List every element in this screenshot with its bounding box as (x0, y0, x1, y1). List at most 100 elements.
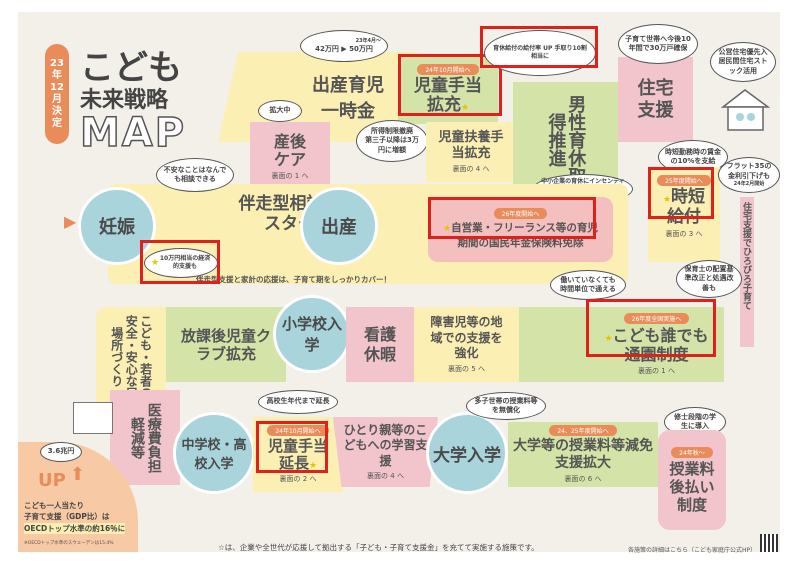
child-allowance-block: 24年10月開始へ 児童手当拡充★ (398, 54, 498, 124)
freelance-block: 26年度開始へ ★自営業・フリーランス等の育児期間の国民年金保険料免除 (428, 197, 613, 262)
bubble-date: 23年4月〜 (355, 37, 381, 44)
economic-support-bubble: ★10万円相当の経済的支援も (144, 248, 218, 278)
anyone-nursery-block: 26年度全国実施へ ★こども誰でも通園制度 裏面の 1 へ (519, 307, 724, 382)
title-mirai: 未来戦略 (80, 88, 169, 113)
bubble-text: 育休給付の給付率 UP 手取り10割相当に (493, 44, 587, 60)
bubble-text: フラット35の金利引下げも (726, 162, 772, 180)
stage-university: 大学入学 (426, 412, 508, 494)
single-parent-title: ひとり親等のこどもへの学習支援 (343, 422, 428, 468)
housing-side-strip (740, 197, 754, 347)
deferred-title: 授業料後払い制度 (669, 459, 715, 514)
date-pill: 24年10月開始へ (417, 63, 479, 75)
date-pill: 24、25年度開始へ (549, 425, 617, 437)
oecd-line: 子育て支援（GDP比）は (24, 512, 110, 522)
child-support-title: 児童扶養手当拡充 (438, 130, 504, 161)
bubble-line: 所得制限撤廃 (371, 126, 413, 135)
tuition-block: 24、25年度開始へ 大学等の授業料等減免支援拡大 裏面の 6 へ (508, 422, 658, 487)
child-support-block: 児童扶養手当拡充 裏面の 4 へ (426, 122, 516, 182)
start-arrow-icon: ▶ (64, 212, 77, 231)
ref-link[interactable]: 裏面の 3 へ (665, 230, 703, 239)
ref-link[interactable]: 裏面の 6 へ (564, 474, 602, 483)
child-allowance-bubble: 所得制限撤廃 第三子以降は3万円に増額 (356, 120, 428, 162)
postpartum-title: 産後ケア (273, 132, 306, 169)
disabled-title: 障害児等の地域での支援を強化 (430, 315, 503, 361)
cover-line: 伴走型支援と家計の応援は、子育て期をしっかりカバー！ (196, 275, 391, 284)
ref-link[interactable]: 裏面の 1 へ (638, 367, 675, 376)
housing-side-label: 住宅支援でひろびろ子育て (741, 202, 751, 310)
nursing-leave-title: 看護休暇 (363, 325, 396, 364)
short-time-block: 25年度開始へ ★時短給付 裏面の 3 へ (648, 167, 720, 262)
oecd-line: こども一人当たり (24, 501, 84, 510)
safe-place-title: こども・若者の安全・安心な居場所づくり (109, 315, 153, 399)
highlight-frame (586, 299, 716, 357)
star-icon: ★ (151, 257, 160, 268)
housing-bubble: 子育て世帯へ今後10年間で30万戸確保 (618, 24, 698, 64)
stage-pregnancy: 妊娠 (78, 187, 156, 265)
date-pill: 26年度開始へ (493, 208, 548, 220)
footer-note: ☆は、企業や全世代が応援して拠出する「子ども・子育て支援金」を充てて実施する施策… (218, 543, 539, 552)
housing-block: 住宅支援 (618, 57, 693, 142)
stage-elementary: 小学校入学 (273, 295, 351, 373)
medical-block: 医療費負担軽減等 (110, 390, 180, 485)
single-parent-block: ひとり親等のこどもへの学習支援 裏面の 4 へ (333, 417, 438, 487)
star-icon: ★ (443, 224, 452, 235)
freelance-title: ★自営業・フリーランス等の育児期間の国民年金保険料免除 (443, 222, 598, 249)
date-badge: 23年12月決定 (45, 44, 69, 144)
details-link[interactable]: 各施策の詳細はこちら（こども家庭庁公式HP） (628, 547, 757, 554)
star-icon: ★ (460, 102, 470, 113)
up-arrow-icon: ⬆ (70, 464, 86, 485)
highlight-frame (428, 197, 596, 239)
allowance-extend-bubble: 高校生年代まで延長 (258, 390, 338, 414)
highlight-frame (648, 167, 714, 219)
ref-link[interactable]: 裏面の 2 へ (279, 475, 317, 484)
paternity-title: 男性育休取得推進 (545, 94, 587, 185)
birth-lump-sum-title: 出産育児一時金 (312, 75, 384, 122)
bubble-line: 第三子以降は3万円に増額 (365, 136, 419, 154)
postpartum-block: 産後ケア 裏面の 1 へ (250, 122, 330, 192)
date-pill: 25年度開始へ (657, 175, 711, 186)
allowance-extend-block: 24年10月開始へ 児童手当延長★ 裏面の 2 へ (253, 417, 343, 492)
house-icon (718, 87, 773, 132)
paternity-bubble: 育休給付の給付率 UP 手取り10割相当に (484, 30, 596, 76)
policy-map: 23年12月決定 こども 未来戦略 MAP 出産育児一時金 23年4月〜 42万… (18, 12, 780, 554)
highlight-frame (256, 421, 328, 473)
bubble-date: 24年2月開始 (733, 181, 765, 188)
date-pill: 26年度全国実施へ (623, 312, 690, 324)
deferred-tuition-block: 24年秋〜 授業料後払い制度 (658, 430, 726, 530)
oecd-line: OECDトップ水準の約16％に (24, 522, 126, 534)
flat35-bubble: フラット35の金利引下げも 24年2月開始 (718, 157, 780, 193)
stage-birth: 出産 (300, 187, 378, 265)
highlight-frame (480, 26, 598, 68)
nursing-leave-block: 看護休暇 (346, 307, 414, 382)
medical-title: 医療費負担軽減等 (129, 402, 162, 473)
multi-child-bubble: 多子世帯の授業料等を無償化 (466, 392, 546, 420)
disabled-support-block: 障害児等の地域での支援を強化 裏面の 5 へ (414, 307, 519, 382)
after-school-title: 放課後児童クラブ拡充 (180, 326, 271, 363)
ref-link[interactable]: 裏面の 5 へ (448, 364, 485, 373)
title-map: MAP (79, 109, 187, 157)
up-label: UP (38, 470, 66, 491)
qr-code-icon[interactable] (760, 534, 778, 552)
highlight-frame (140, 240, 220, 284)
ref-link[interactable]: 裏面の 4 へ (367, 472, 404, 481)
child-allowance-title: 児童手当拡充★ (414, 75, 482, 115)
date-pill: 24年10月開始へ (267, 424, 329, 436)
childcare-staff-bubble: 保育士の配置基準改正と処遇改善も (676, 260, 742, 298)
ref-link[interactable]: 裏面の 4 へ (452, 164, 490, 173)
after-school-block: 放課後児童クラブ拡充 (166, 307, 286, 382)
date-pill: 24年秋〜 (671, 446, 713, 458)
stage-middle-high: 中学校・高校入学 (173, 412, 255, 494)
oecd-note: ※OECDトップ水準のスウェーデンは15.4% (24, 541, 114, 546)
housing-stock-bubble: 公営住宅優先入居民間住宅ストック活用 (710, 42, 776, 82)
part-time-bubble: 働いていなくても時間単位で通える (550, 270, 626, 300)
oecd-text: こども一人当たり 子育て支援（GDP比）は OECDトップ水準の約16％に (24, 500, 126, 534)
star-icon: ★ (308, 461, 318, 471)
title-kodomo: こども (80, 48, 182, 88)
highlight-frame (398, 54, 502, 116)
housing-title: 住宅支援 (637, 77, 674, 121)
tuition-title: 大学等の授業料等減免支援拡大 (513, 438, 653, 471)
hospital-icon (73, 402, 113, 434)
ref-link[interactable]: 裏面の 1 へ (271, 171, 309, 180)
birth-lump-sum-bubble: 23年4月〜 42万円 ▶ 50万円 (300, 30, 388, 62)
accompany-bubble: 不安なことはなんでも相談できる (156, 158, 234, 192)
